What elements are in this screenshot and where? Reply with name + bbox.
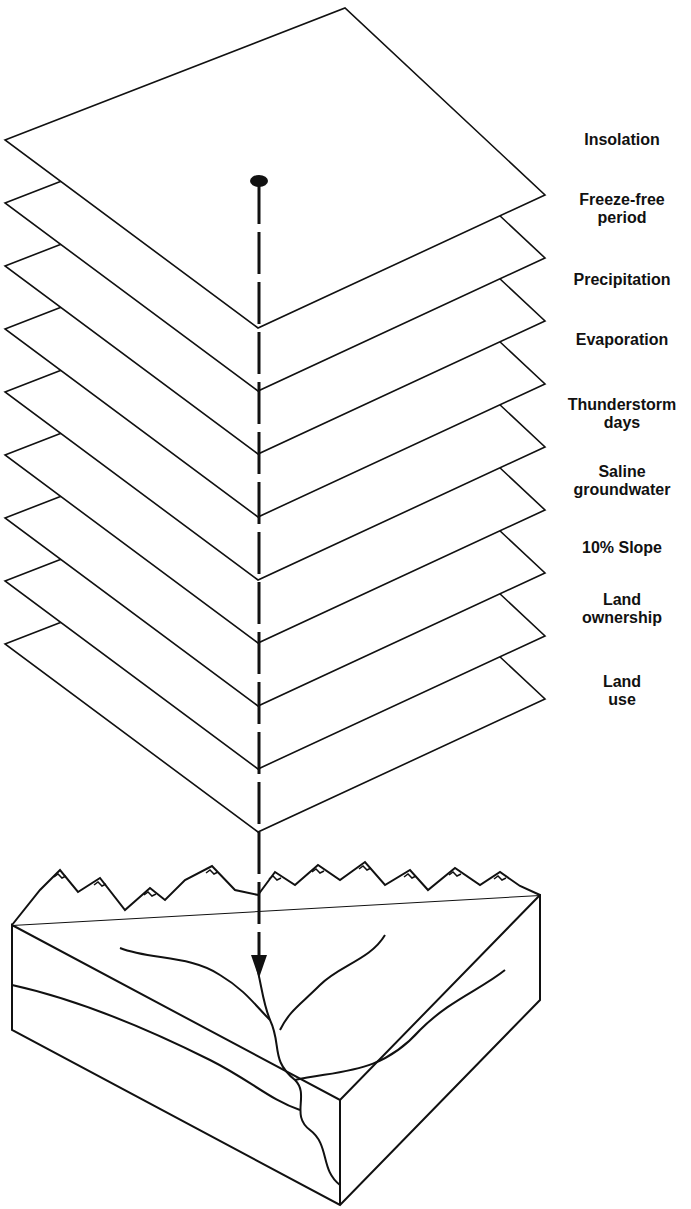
river <box>255 960 340 1185</box>
layer-label: Land use <box>597 673 647 709</box>
layer-label: Precipitation <box>560 271 685 289</box>
layer-label: Land ownership <box>572 591 672 627</box>
block-outline <box>12 895 540 1205</box>
layer-label: Evaporation <box>560 331 685 349</box>
river <box>295 970 505 1080</box>
layer-label: Thunderstorm days <box>560 396 685 432</box>
terrain-block <box>12 862 540 1205</box>
mountain-ridge <box>12 862 540 925</box>
layer-label: 10% Slope <box>560 539 685 557</box>
snow-cap <box>94 882 106 886</box>
snow-cap <box>404 874 416 878</box>
layer-label: Insolation <box>560 131 685 149</box>
snow-cap <box>269 876 281 880</box>
snow-cap <box>494 876 506 880</box>
pin-shaft <box>258 182 261 960</box>
pin-arrowhead <box>251 955 267 978</box>
snow-cap <box>206 870 218 874</box>
snow-cap <box>449 872 461 876</box>
river <box>280 935 385 1030</box>
snow-cap <box>312 869 324 873</box>
river <box>12 985 300 1110</box>
pin-head <box>250 175 268 187</box>
layer-label: Saline groundwater <box>560 463 685 499</box>
map-layer <box>5 8 545 328</box>
river <box>120 948 270 1020</box>
snow-cap <box>54 874 66 878</box>
snow-cap <box>359 866 371 870</box>
snow-cap <box>144 892 156 896</box>
block-edge <box>339 1100 341 1205</box>
block-edge <box>12 895 540 1100</box>
layer-label: Freeze-free period <box>567 191 677 227</box>
